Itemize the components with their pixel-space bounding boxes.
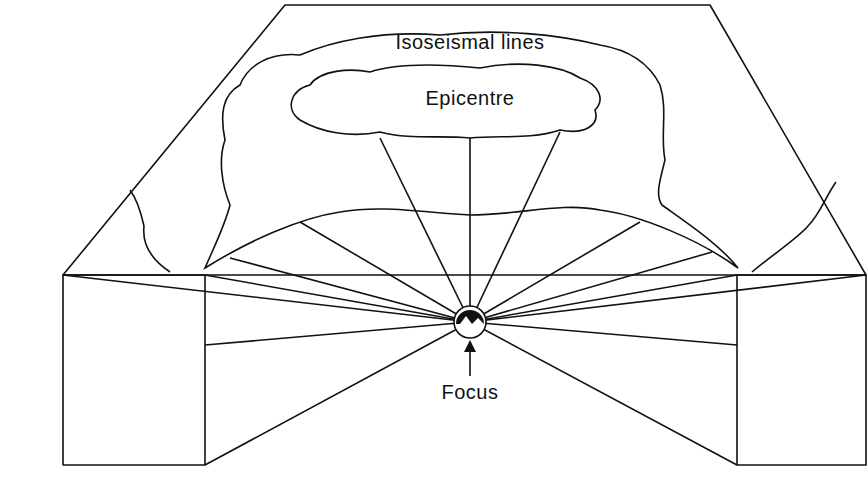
seismic-rays: [63, 132, 866, 465]
focus-rupture: [456, 310, 484, 324]
focus-label: Focus: [442, 381, 499, 403]
isoseismal-partial-right: [752, 182, 836, 272]
isoseismal-contour-outline: [195, 25, 750, 275]
seismic-ray: [470, 322, 737, 345]
right-block: [737, 275, 866, 465]
focus-circle: [454, 306, 486, 338]
left-block: [63, 275, 205, 465]
seismic-ray: [470, 322, 737, 465]
ground-surface: [63, 5, 866, 275]
seismic-ray: [300, 222, 470, 322]
focus-pointer-head: [464, 340, 476, 352]
seismic-ray: [230, 258, 470, 322]
seismic-ray: [469, 138, 471, 322]
isoseismal-partial-left: [130, 190, 170, 272]
seismic-ray: [470, 222, 640, 322]
seismic-ray: [470, 275, 866, 322]
isoseismal-contour: Isoseismal linesEpicentre: [195, 25, 750, 275]
seismic-ray: [380, 138, 470, 322]
region-label: Epicentre: [426, 87, 515, 109]
epicentre-contour: Epicentre: [280, 60, 610, 150]
seismic-ray: [63, 275, 470, 322]
seismic-ray: [205, 322, 470, 345]
isoseismal-contour-line: [205, 32, 738, 268]
seismic-ray: [205, 322, 470, 465]
region-label: Isoseismal lines: [395, 31, 544, 53]
seismic-ray: [470, 132, 560, 322]
epicentre-contour-line: [291, 64, 600, 138]
seismic-ray: [470, 252, 712, 322]
